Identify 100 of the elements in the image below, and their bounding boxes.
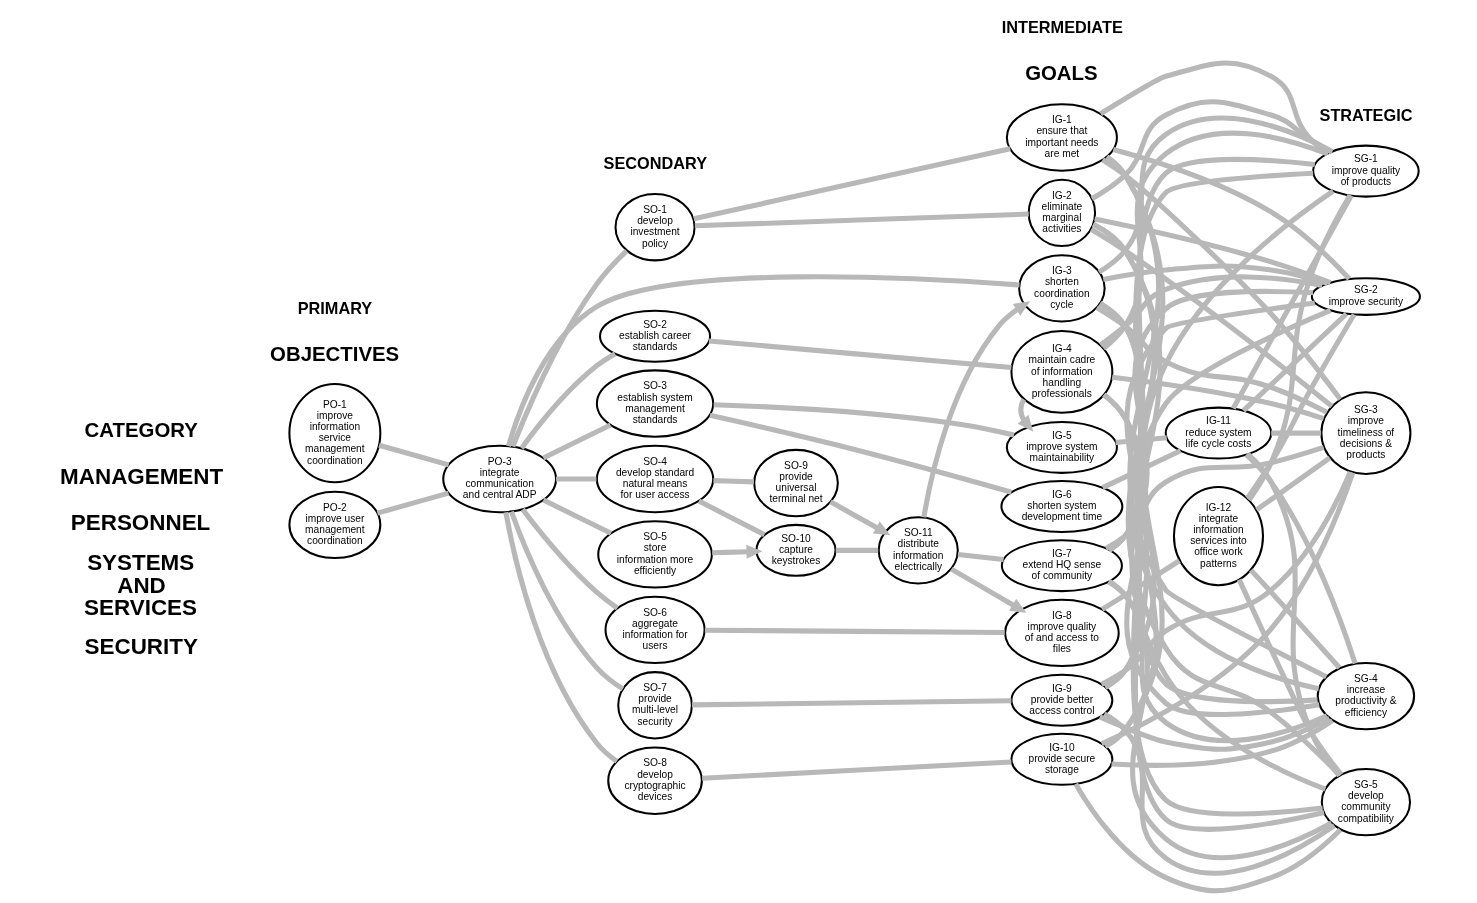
connector bbox=[1107, 156, 1316, 553]
connector bbox=[1246, 452, 1342, 778]
connector bbox=[506, 274, 1020, 447]
connector bbox=[1111, 718, 1334, 768]
connector bbox=[704, 627, 1005, 636]
node-ellipse: SG-2 improve security bbox=[1310, 277, 1421, 316]
label: PERSONNEL bbox=[70, 509, 211, 535]
node-ellipse: SO-8 develop cryptographic devices bbox=[607, 746, 703, 815]
connector bbox=[1107, 579, 1333, 861]
connector bbox=[1101, 448, 1182, 490]
node-ellipse: SG-1 improve quality of products bbox=[1312, 144, 1420, 198]
connector bbox=[1101, 157, 1343, 401]
node-ellipse: SO-2 establish career standards bbox=[599, 309, 712, 363]
arrow bbox=[712, 544, 763, 559]
connector bbox=[1249, 568, 1342, 670]
arrow bbox=[921, 301, 1031, 518]
node-ellipse: IG-10 provide secure storage bbox=[1010, 732, 1114, 786]
connector bbox=[509, 510, 625, 692]
connector bbox=[697, 498, 766, 537]
connector bbox=[1098, 714, 1331, 752]
connector bbox=[376, 490, 450, 516]
label: MANAGEMENT bbox=[60, 463, 224, 489]
node-circle: IG-2 eliminate marginal activities bbox=[1027, 178, 1097, 248]
connector bbox=[1095, 305, 1329, 415]
node-ellipse: SG-5 develop community compatibility bbox=[1320, 767, 1412, 837]
node-ellipse: IG-7 extend HQ sense of community bbox=[1000, 539, 1123, 593]
connector bbox=[1112, 147, 1352, 281]
connector bbox=[1099, 274, 1323, 348]
connector bbox=[713, 478, 754, 485]
node-ellipse: PO-2 improve user management coordination bbox=[288, 490, 382, 560]
connector bbox=[694, 211, 1029, 229]
node-ellipse: SO-4 develop standard natural means for user access bbox=[595, 444, 715, 514]
connector bbox=[542, 497, 613, 536]
connector bbox=[1102, 263, 1329, 286]
connector bbox=[1107, 579, 1328, 744]
connector bbox=[1107, 288, 1314, 553]
connector bbox=[1244, 452, 1358, 665]
connector bbox=[1090, 99, 1333, 201]
connector bbox=[1098, 301, 1323, 817]
connector bbox=[1111, 374, 1325, 422]
node-ellipse: SO-1 develop investment policy bbox=[614, 193, 696, 262]
node-ellipse: SO-10 capture keystrokes bbox=[755, 523, 837, 577]
connector bbox=[708, 338, 1012, 371]
label: SECURITY bbox=[84, 633, 198, 659]
connector bbox=[510, 249, 629, 448]
connector bbox=[1230, 194, 1354, 410]
label: GOALS bbox=[1025, 62, 1098, 85]
connector bbox=[1241, 312, 1349, 413]
connector bbox=[1115, 435, 1167, 446]
label: OBJECTIVES bbox=[270, 342, 400, 365]
connector bbox=[691, 698, 1012, 708]
node-ellipse: SO-5 store information more efficiently bbox=[597, 520, 713, 589]
connector bbox=[1271, 430, 1322, 436]
connector bbox=[1100, 471, 1356, 747]
node-ellipse: IG-11 reduce system life cycle costs bbox=[1164, 406, 1273, 460]
node-ellipse: SO-3 establish system management standards bbox=[595, 369, 715, 438]
connector bbox=[520, 507, 619, 611]
connector bbox=[1103, 308, 1332, 749]
connector bbox=[835, 547, 879, 553]
node-ellipse: SO-9 provide universal terminal net bbox=[753, 448, 839, 518]
node-ellipse: IG-9 provide better access control bbox=[1010, 673, 1114, 727]
connector bbox=[378, 442, 450, 468]
connector bbox=[1102, 392, 1325, 832]
label: CATEGORY bbox=[84, 419, 198, 442]
connector bbox=[957, 552, 1004, 562]
node-circle: SG-3 improve timeliness of decisions & products bbox=[1320, 391, 1412, 475]
node-ellipse: IG-6 shorten system development time bbox=[1000, 480, 1124, 533]
connector bbox=[542, 422, 612, 461]
connector bbox=[1101, 130, 1329, 351]
connector bbox=[701, 759, 1012, 781]
connector bbox=[1100, 470, 1353, 687]
node-circle: PO-1 improve information service management coordination bbox=[288, 383, 382, 484]
connector bbox=[1094, 216, 1332, 285]
connector bbox=[519, 351, 617, 450]
node-circle: IG-12 integrate information services into office work patterns bbox=[1172, 485, 1264, 587]
node-ellipse: IG-3 shorten coordination cycle bbox=[1018, 254, 1106, 323]
connector bbox=[1099, 60, 1330, 156]
connector bbox=[1092, 222, 1327, 792]
arrow bbox=[829, 499, 891, 536]
connector bbox=[713, 402, 1015, 438]
connector bbox=[1104, 444, 1325, 551]
connector bbox=[1097, 115, 1334, 275]
connector bbox=[1255, 455, 1332, 512]
node-ellipse: SG-4 increase productivity & efficiency bbox=[1316, 661, 1416, 731]
label: SECONDARY bbox=[603, 153, 708, 172]
label: PRIMARY bbox=[297, 298, 373, 317]
connector bbox=[1245, 313, 1357, 500]
node-ellipse: IG-4 maintain cadre of information handling professionals bbox=[1010, 330, 1114, 414]
arrow bbox=[950, 566, 1027, 613]
label: SYSTEMS AND SERVICES bbox=[84, 550, 197, 621]
node-circle: SO-7 provide multi-level security bbox=[617, 671, 693, 740]
connector bbox=[1089, 227, 1334, 409]
node-ellipse: PO-3 integrate communication and central ADP bbox=[442, 444, 558, 514]
connector bbox=[556, 476, 597, 482]
node-ellipse: IG-5 improve system maintainability bbox=[1005, 420, 1118, 474]
connector bbox=[709, 412, 1013, 495]
connector bbox=[1100, 558, 1181, 612]
node-ellipse: IG-1 ensure that important needs are met bbox=[1005, 103, 1118, 172]
connector bbox=[693, 146, 1011, 222]
connector bbox=[1103, 711, 1336, 876]
